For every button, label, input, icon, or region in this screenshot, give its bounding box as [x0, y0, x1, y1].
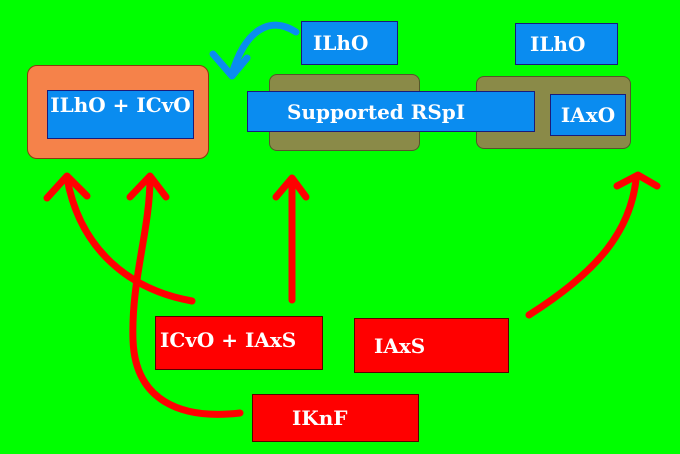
node-ilho-top-left-label: ILhO	[313, 31, 369, 55]
node-icvo-iaxs-label: ICvO + IAxS	[160, 328, 297, 352]
red-arrowhead-rspi	[272, 174, 310, 201]
red-arrow-iknf-to-target	[129, 174, 244, 418]
node-iaxo-label: IAxO	[560, 103, 616, 127]
red-arrow-iaxs-to-iaxo	[525, 176, 640, 319]
blue-arrowhead	[209, 50, 251, 80]
node-supported-rspi[interactable]: Supported RSpI	[247, 91, 535, 132]
node-icvo-iaxs[interactable]: ICvO + IAxS	[155, 316, 323, 370]
red-arrow-icvo-iaxs-to-target-left	[63, 174, 196, 305]
node-iknf-label: IKnF	[292, 406, 348, 430]
node-iaxs-label: IAxS	[374, 333, 426, 358]
red-arrowhead-middle	[126, 172, 170, 201]
node-ilho-top-right-label: ILhO	[530, 32, 586, 56]
red-arrowhead-right	[613, 171, 661, 190]
node-supported-rspi-label: Supported RSpI	[287, 99, 466, 124]
node-iknf[interactable]: IKnF	[252, 394, 419, 442]
node-iaxs[interactable]: IAxS	[354, 318, 509, 373]
node-ilho-icvo-label: ILhO + ICvO	[50, 93, 191, 117]
blue-arrow-ilho-to-target	[228, 21, 300, 78]
node-iaxo[interactable]: IAxO	[550, 94, 626, 136]
red-arrowhead-left	[43, 172, 91, 202]
node-ilho-icvo[interactable]: ILhO + ICvO	[47, 90, 194, 139]
node-ilho-top-right[interactable]: ILhO	[515, 23, 618, 65]
node-ilho-top-left[interactable]: ILhO	[301, 21, 398, 65]
